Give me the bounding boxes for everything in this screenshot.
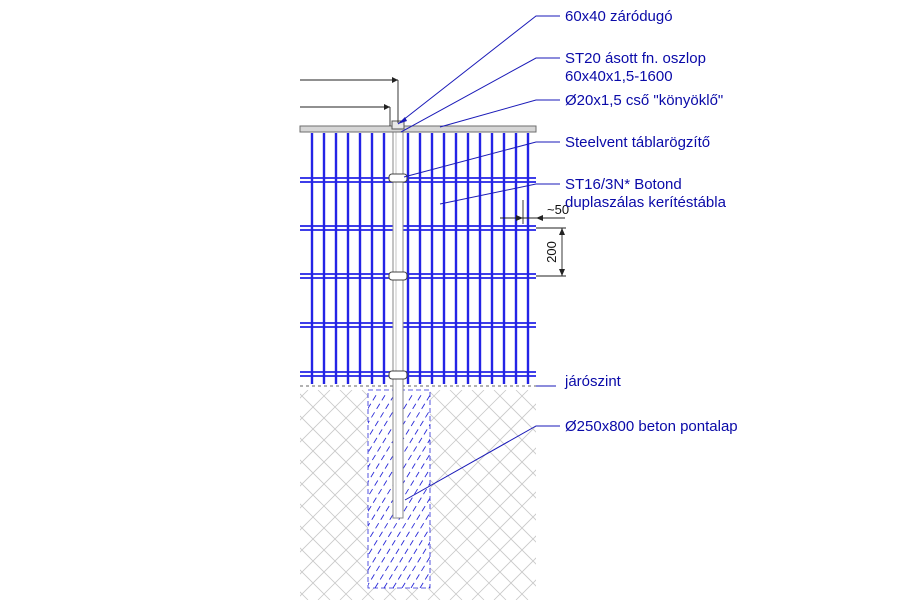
fence-panel: [300, 133, 536, 384]
soil-hatch: [300, 390, 536, 600]
edge-gap-dimension: ~50: [500, 200, 569, 224]
panel-clamps: [388, 173, 408, 380]
wire-spacing-dimension: 200: [536, 227, 566, 277]
wire-spacing-label: 200: [544, 241, 559, 263]
post-label-line2: 60x40x1,5-1600: [565, 68, 673, 85]
top-rail-pipe: [299, 125, 537, 133]
clamp: [388, 370, 408, 380]
foundation-label: Ø250x800 beton pontalap: [565, 418, 738, 435]
edge-gap-label: ~50: [547, 202, 569, 217]
post-label-line1: ST20 ásott fn. oszlop: [565, 50, 706, 67]
leader-lines: [397, 15, 560, 501]
panel-label-line2: duplaszálas kerítéstábla: [565, 194, 727, 211]
clamp: [388, 173, 408, 183]
clamp: [388, 271, 408, 281]
fence-post: [392, 129, 404, 519]
panel-label-line1: ST16/3N* Botond: [565, 176, 682, 193]
top-dimension-lines: [300, 77, 399, 126]
ground-label: járószint: [564, 373, 622, 390]
clamp-label: Steelvent táblarögzítő: [565, 134, 710, 151]
pipe-label: Ø20x1,5 cső "könyöklő": [565, 92, 723, 109]
cap-label: 60x40 záródugó: [565, 8, 673, 25]
